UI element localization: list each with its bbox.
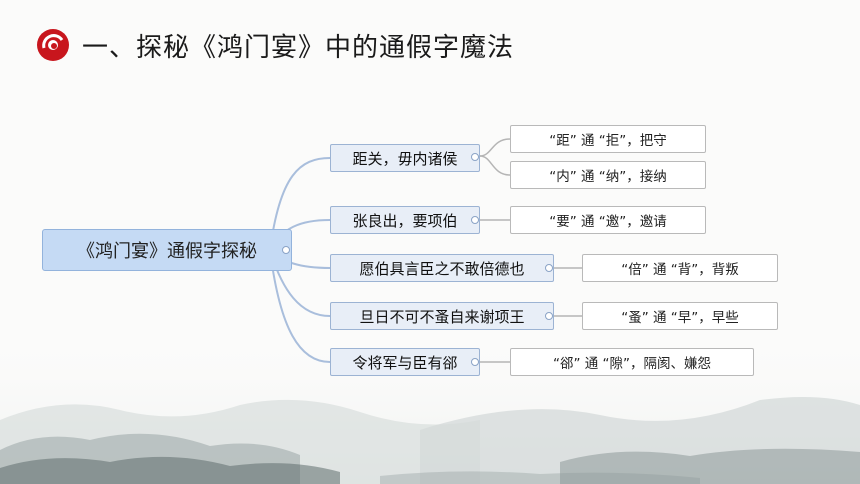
leaf-label: “倍” 通 “背”，背叛: [621, 262, 739, 278]
slide-title: 一、探秘《鸿门宴》中的通假字魔法: [82, 32, 515, 63]
branch-node-5[interactable]: 令将军与臣有郤: [330, 348, 480, 376]
branch-label: 距关，毋内诸侯: [352, 149, 458, 168]
leaf-label: “蚤” 通 “早”，早些: [621, 310, 739, 326]
red-circle-bullet-icon: [37, 29, 69, 61]
branch-label: 令将军与臣有郤: [352, 353, 458, 372]
leaf-label: “郤” 通 “隙”，隔阂、嫌怨: [552, 356, 712, 372]
leaf-node-4a: “蚤” 通 “早”，早些: [582, 302, 778, 330]
branch-node-3[interactable]: 愿伯具言臣之不敢倍德也: [330, 254, 554, 282]
leaf-label: “要” 通 “邀”，邀请: [549, 214, 667, 230]
branch-node-2[interactable]: 张良出，要项伯: [330, 206, 480, 234]
collapse-toggle-icon[interactable]: [545, 264, 553, 272]
collapse-toggle-icon[interactable]: [471, 153, 479, 161]
slide-header: 一、探秘《鸿门宴》中的通假字魔法: [36, 26, 514, 64]
collapse-toggle-icon[interactable]: [545, 312, 553, 320]
leaf-node-3a: “倍” 通 “背”，背叛: [582, 254, 778, 282]
branch-label: 张良出，要项伯: [352, 211, 458, 230]
leaf-node-2a: “要” 通 “邀”，邀请: [510, 206, 706, 234]
leaf-node-1b: “内” 通 “纳”，接纳: [510, 161, 706, 189]
root-label: 《鸿门宴》通假字探秘: [77, 241, 257, 262]
collapse-toggle-icon[interactable]: [282, 246, 290, 254]
mindmap-root-node[interactable]: 《鸿门宴》通假字探秘: [42, 229, 292, 271]
leaf-label: “内” 通 “纳”，接纳: [549, 169, 667, 185]
branch-node-4[interactable]: 旦日不可不蚤自来谢项王: [330, 302, 554, 330]
branch-label: 旦日不可不蚤自来谢项王: [359, 307, 525, 326]
branch-label: 愿伯具言臣之不敢倍德也: [359, 259, 525, 278]
leaf-node-1a: “距” 通 “拒”，把守: [510, 125, 706, 153]
leaf-label: “距” 通 “拒”，把守: [549, 133, 667, 149]
collapse-toggle-icon[interactable]: [471, 358, 479, 366]
leaf-node-5a: “郤” 通 “隙”，隔阂、嫌怨: [510, 348, 754, 376]
branch-node-1[interactable]: 距关，毋内诸侯: [330, 144, 480, 172]
collapse-toggle-icon[interactable]: [471, 216, 479, 224]
